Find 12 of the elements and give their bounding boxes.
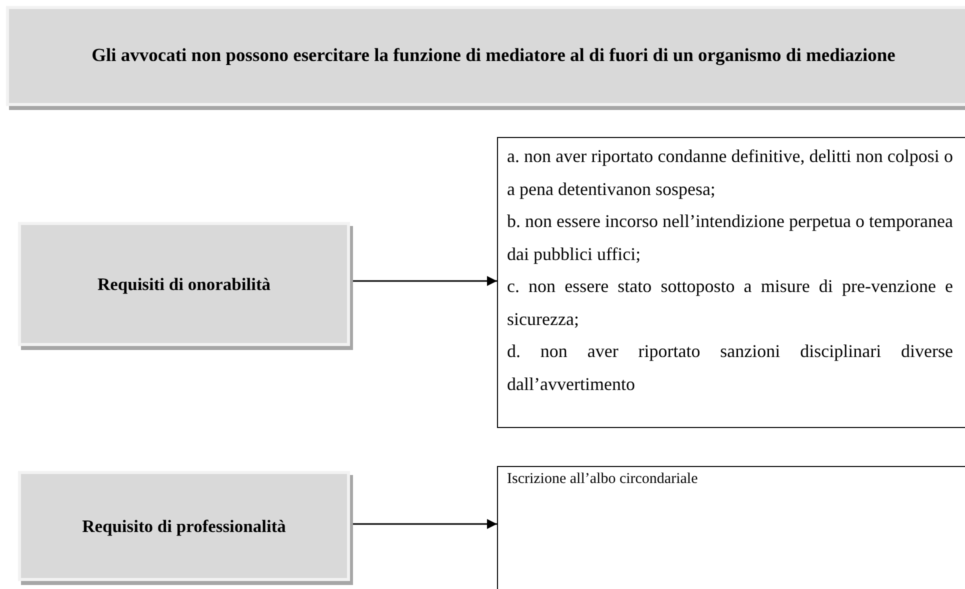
- box-label: Requisiti di onorabilità: [97, 274, 271, 294]
- list-item-text: Iscrizione all’albo circondariale: [507, 470, 699, 489]
- list-item-text: d. non aver riportato sanzioni disciplinari diverse dall’avvertimento: [507, 340, 953, 396]
- text-box: [497, 466, 965, 589]
- list-item-text: c. non essere stato sottoposto a misure di pre-venzione e sicurezza;: [507, 275, 953, 330]
- list-item-text: a. non aver riportato condanne definitive, delitti non colposi o a pena detentivanon sospesa;: [507, 145, 953, 201]
- arrow: [353, 276, 497, 286]
- arrow: [353, 519, 497, 529]
- box-label: Gli avvocati non possono esercitare la funzione di mediatore al di fuori di un organismo di mediazione: [92, 46, 896, 66]
- text-box: [497, 137, 965, 428]
- box-label: Requisito di professionalità: [82, 516, 286, 536]
- list-item-text: b. non essere incorso nell’intendizione perpetua o temporanea dai pubblici uffici;: [507, 210, 953, 266]
